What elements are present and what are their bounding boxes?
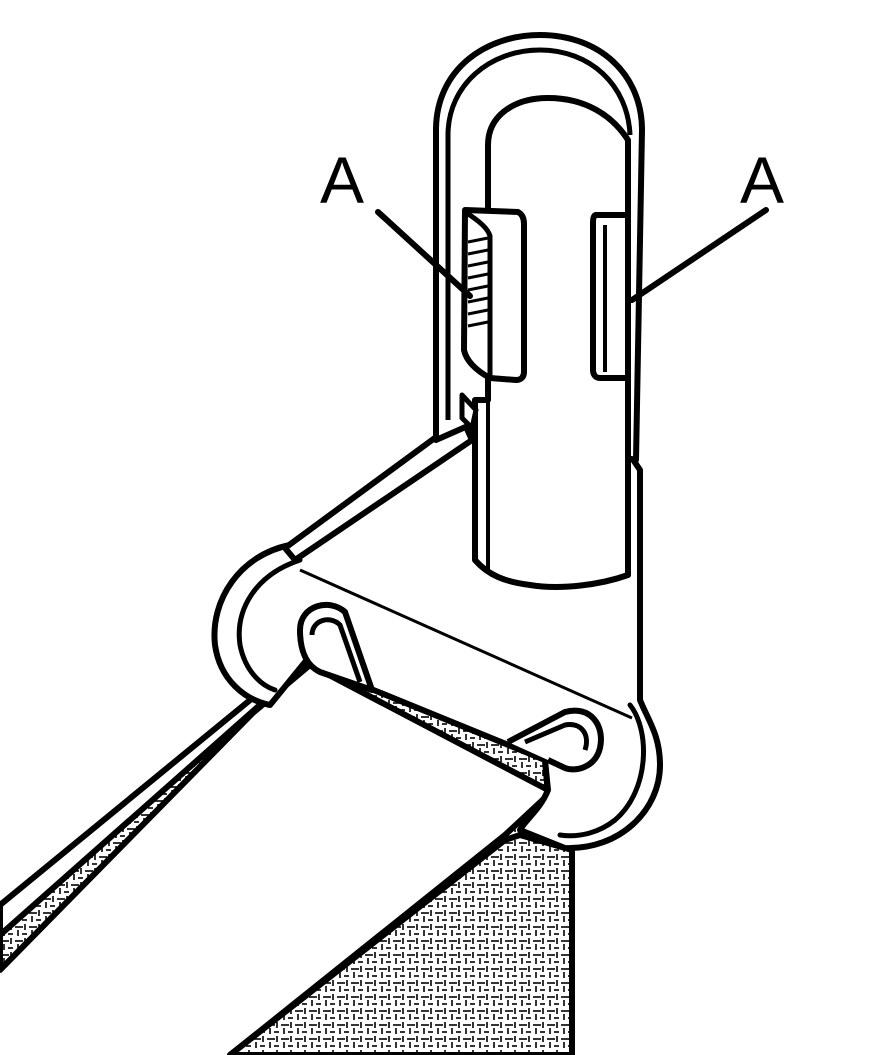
retaining-clip-icon bbox=[461, 207, 631, 383]
anchor-plate-inner-rim bbox=[236, 557, 646, 839]
retaining-clip-left bbox=[461, 207, 527, 383]
webbing-slot-right-inner bbox=[524, 722, 589, 751]
callout-left-label: A bbox=[320, 143, 364, 217]
anchor-loop-inner-edge bbox=[445, 47, 633, 420]
webbing-strap-right bbox=[227, 832, 575, 1055]
callout-right-label: A bbox=[740, 143, 784, 217]
retaining-clip-left-face bbox=[463, 209, 493, 378]
anchor-notch bbox=[459, 392, 479, 431]
retaining-clip-left-ridges bbox=[467, 236, 489, 328]
retaining-clip-right bbox=[590, 212, 631, 381]
callout-left-leader bbox=[375, 209, 473, 299]
callout-right-leader bbox=[629, 207, 769, 303]
webbing-slot-left-inner bbox=[309, 617, 363, 683]
anchor-plate-edge-line bbox=[299, 568, 633, 720]
